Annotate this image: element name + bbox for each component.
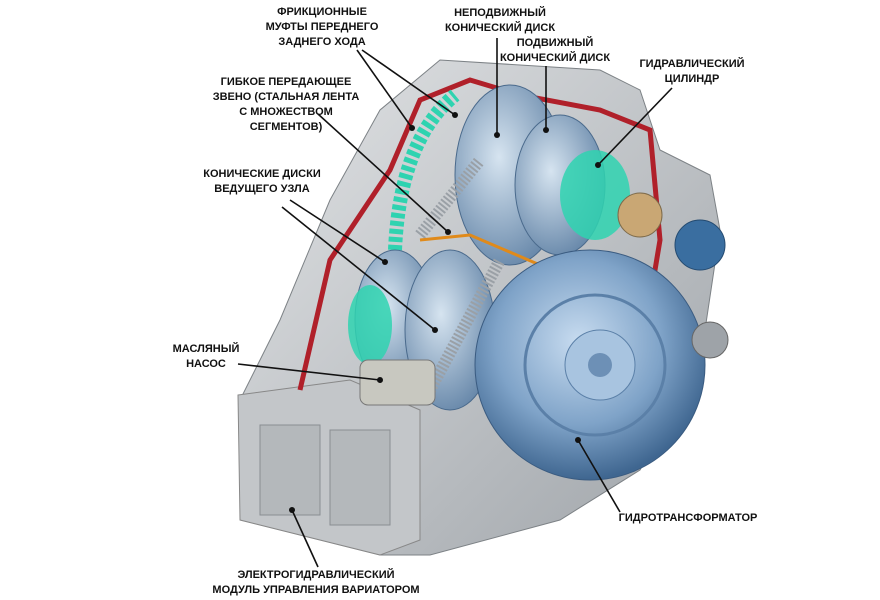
steel-belt xyxy=(415,156,506,393)
label-line: ГИДРАВЛИЧЕСКИЙ xyxy=(639,58,745,70)
label-clutches: ФРИКЦИОННЫЕ МУФТЫ ПЕРЕДНЕГО ЗАДНЕГО ХОДА xyxy=(266,5,379,50)
label-line: ЭЛЕКТРОГИДРАВЛИЧЕСКИЙ xyxy=(237,569,395,581)
label-line: СЕГМЕНТОВ) xyxy=(249,121,323,133)
label-line: ЗАДНЕГО ХОДА xyxy=(278,36,366,48)
label-hydraulic-cylinder: ГИДРАВЛИЧЕСКИЙ ЦИЛИНДР xyxy=(639,57,744,87)
label-torque-converter: ГИДРОТРАНСФОРМАТОР xyxy=(619,511,758,526)
label-line: МАСЛЯНЫЙ xyxy=(172,343,240,355)
label-line: ПОДВИЖНЫЙ xyxy=(516,37,594,49)
label-line: КОНИЧЕСКИЕ ДИСКИ xyxy=(203,168,321,180)
label-fixed-disc: НЕПОДВИЖНЫЙ КОНИЧЕСКИЙ ДИСК xyxy=(445,6,555,36)
label-line: ВЕДУЩЕГО УЗЛА xyxy=(214,183,310,195)
label-line: МОДУЛЬ УПРАВЛЕНИЯ ВАРИАТОРОМ xyxy=(212,584,420,596)
label-belt: ГИБКОЕ ПЕРЕДАЮЩЕЕ ЗВЕНО (СТАЛЬНАЯ ЛЕНТА … xyxy=(213,75,360,135)
label-line: МУФТЫ ПЕРЕДНЕГО xyxy=(265,21,379,33)
label-line: ЗВЕНО (СТАЛЬНАЯ ЛЕНТА xyxy=(212,91,360,103)
cutaway-edge xyxy=(297,77,663,391)
oil-pump xyxy=(359,359,436,406)
label-control-module: ЭЛЕКТРОГИДРАВЛИЧЕСКИЙ МОДУЛЬ УПРАВЛЕНИЯ … xyxy=(212,568,419,598)
label-movable-disc: ПОДВИЖНЫЙ КОНИЧЕСКИЙ ДИСК xyxy=(500,36,610,66)
label-line: С МНОЖЕСТВОМ xyxy=(239,106,333,118)
label-line: ГИДРОТРАНСФОРМАТОР xyxy=(618,512,758,524)
label-line: КОНИЧЕСКИЙ ДИСК xyxy=(444,22,556,34)
leader-lines xyxy=(237,38,673,568)
label-line: ГИБКОЕ ПЕРЕДАЮЩЕЕ xyxy=(220,76,352,88)
label-drive-discs: КОНИЧЕСКИЕ ДИСКИ ВЕДУЩЕГО УЗЛА xyxy=(203,167,320,197)
label-line: ФРИКЦИОННЫЕ xyxy=(277,6,367,18)
label-line: НЕПОДВИЖНЫЙ xyxy=(454,7,546,19)
label-oil-pump: МАСЛЯНЫЙ НАСОС xyxy=(173,342,240,372)
label-line: ЦИЛИНДР xyxy=(664,73,720,85)
label-line: КОНИЧЕСКИЙ ДИСК xyxy=(499,52,611,64)
label-line: НАСОС xyxy=(186,358,226,370)
